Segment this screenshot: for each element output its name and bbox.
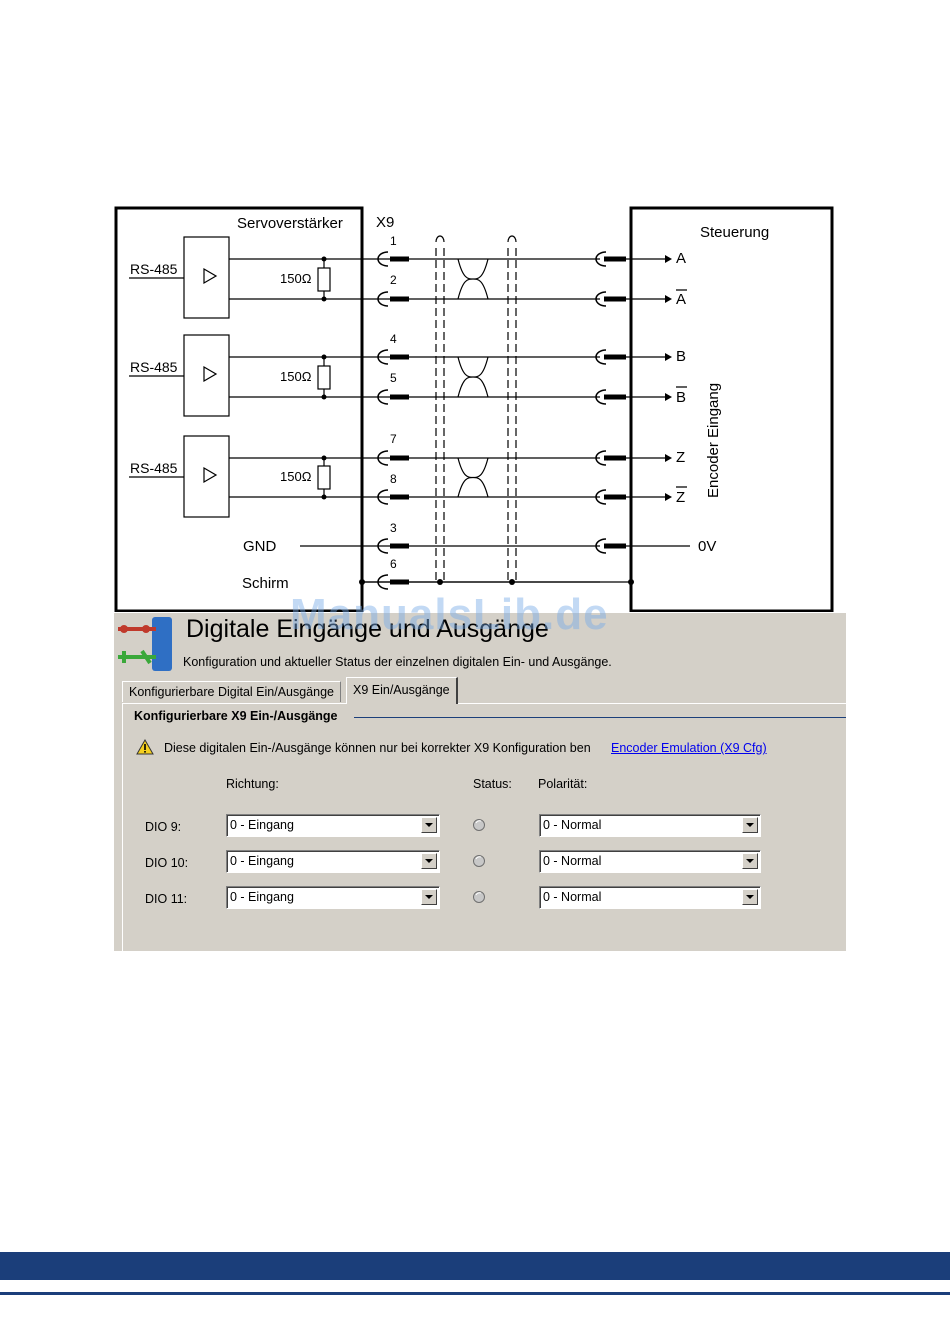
column-header-direction: Richtung: xyxy=(226,777,279,791)
rs485-label: RS-485 xyxy=(130,261,178,277)
chevron-down-icon[interactable] xyxy=(421,853,437,869)
pin-label: 1 xyxy=(390,234,397,248)
servo-box xyxy=(114,206,364,612)
driver-block-3 xyxy=(183,435,230,518)
dio-11-status-led-icon xyxy=(473,891,485,903)
watermark: ManualsLib.de xyxy=(290,590,609,639)
wiring-diagram: Servoverstärker X9 Steuerung RS-485 RS-4… xyxy=(114,206,834,612)
dio-10-status-led-icon xyxy=(473,855,485,867)
dio-9-direction-select[interactable]: 0 - Eingang xyxy=(226,814,440,837)
pin-label: 8 xyxy=(390,472,397,486)
chevron-down-icon[interactable] xyxy=(421,817,437,833)
digital-io-icon xyxy=(118,617,172,671)
rs485-label: RS-485 xyxy=(130,359,178,375)
amp-icon xyxy=(203,365,218,383)
chevron-down-icon[interactable] xyxy=(742,817,758,833)
dio-11-label: DIO 11: xyxy=(145,892,188,906)
pin-label: 7 xyxy=(390,432,397,446)
dio-9-polarity-select[interactable]: 0 - Normal xyxy=(539,814,761,837)
tab-configurable-digital[interactable]: Konfigurierbare Digital Ein/Ausgänge xyxy=(122,681,341,702)
amp-icon xyxy=(203,267,218,285)
warning-icon xyxy=(136,739,154,755)
pin-label: 3 xyxy=(390,521,397,535)
footer-line xyxy=(0,1292,950,1295)
signal-label: B xyxy=(676,389,686,406)
resistor-label: 150Ω xyxy=(280,271,312,286)
dio-11-polarity-select[interactable]: 0 - Normal xyxy=(539,886,761,909)
chevron-down-icon[interactable] xyxy=(421,889,437,905)
signal-label: Z xyxy=(676,449,685,466)
gnd-label: GND xyxy=(243,538,277,555)
chevron-down-icon[interactable] xyxy=(742,853,758,869)
pin-label: 5 xyxy=(390,371,397,385)
shield-label: Schirm xyxy=(242,575,289,592)
dio-9-status-led-icon xyxy=(473,819,485,831)
pin-label: 6 xyxy=(390,557,397,571)
dio-9-label: DIO 9: xyxy=(145,820,182,834)
driver-block-1 xyxy=(183,236,230,319)
driver-block-2 xyxy=(183,334,230,417)
page-subtitle: Konfiguration und aktueller Status der e… xyxy=(183,655,612,669)
dio-10-direction-select[interactable]: 0 - Eingang xyxy=(226,850,440,873)
connector-label: X9 xyxy=(376,214,394,231)
control-title: Steuerung xyxy=(700,224,769,241)
warning-text: Diese digitalen Ein-/Ausgänge können nur… xyxy=(164,741,591,755)
encoder-emulation-link[interactable]: Encoder Emulation (X9 Cfg) xyxy=(611,741,767,755)
rs485-label: RS-485 xyxy=(130,460,178,476)
servo-title: Servoverstärker xyxy=(237,215,343,232)
software-dialog: Digitale Eingänge und Ausgänge Konfigura… xyxy=(114,613,846,951)
dio-10-polarity-select[interactable]: 0 - Normal xyxy=(539,850,761,873)
resistor-label: 150Ω xyxy=(280,369,312,384)
resistor-label: 150Ω xyxy=(280,469,312,484)
dio-11-direction-select[interactable]: 0 - Eingang xyxy=(226,886,440,909)
group-title: Konfigurierbare X9 Ein-/Ausgänge xyxy=(134,709,338,723)
amp-icon xyxy=(203,466,218,484)
signal-label: Z xyxy=(676,489,685,506)
column-header-polarity: Polarität: xyxy=(538,777,588,791)
footer-band xyxy=(0,1252,950,1280)
encoder-input-label: Encoder Eingang xyxy=(705,383,722,498)
zero-v-label: 0V xyxy=(698,538,716,555)
chevron-down-icon[interactable] xyxy=(742,889,758,905)
pin-label: 4 xyxy=(390,332,397,346)
pin-label: 2 xyxy=(390,273,397,287)
tab-x9-io[interactable]: X9 Ein/Ausgänge xyxy=(346,677,458,704)
signal-label: A xyxy=(676,291,686,308)
column-header-status: Status: xyxy=(473,777,512,791)
dio-10-label: DIO 10: xyxy=(145,856,189,870)
page-title: Digitale Eingänge und Ausgänge xyxy=(186,615,549,643)
signal-label: A xyxy=(676,250,686,267)
control-box xyxy=(629,206,834,612)
signal-label: B xyxy=(676,348,686,365)
